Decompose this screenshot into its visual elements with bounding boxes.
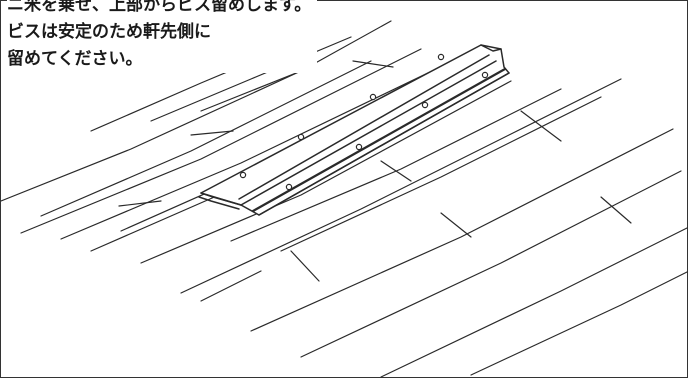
instruction-line-2: ビスは安定のため軒先側に	[7, 22, 211, 42]
screw-group	[239, 53, 489, 191]
screw-icon	[369, 93, 377, 101]
instruction-line-3: 留めてください。	[7, 49, 143, 69]
screw-icon	[421, 101, 429, 109]
screw-icon	[481, 71, 489, 79]
instruction-line-1: ニ米を乗せ、上部からビス留めします。	[7, 0, 312, 15]
roof-lines-right	[180, 78, 688, 378]
shingle-seams	[118, 60, 632, 282]
instruction-caption: ニ米を乗せ、上部からビス留めします。 ビスは安定のため軒先側に 留めてください。	[7, 0, 318, 73]
screw-icon	[239, 171, 247, 179]
screw-icon	[437, 53, 445, 61]
ridge-cap	[198, 44, 510, 216]
screw-icon	[355, 143, 363, 151]
screw-icon	[297, 133, 305, 141]
screw-icon	[285, 183, 293, 191]
